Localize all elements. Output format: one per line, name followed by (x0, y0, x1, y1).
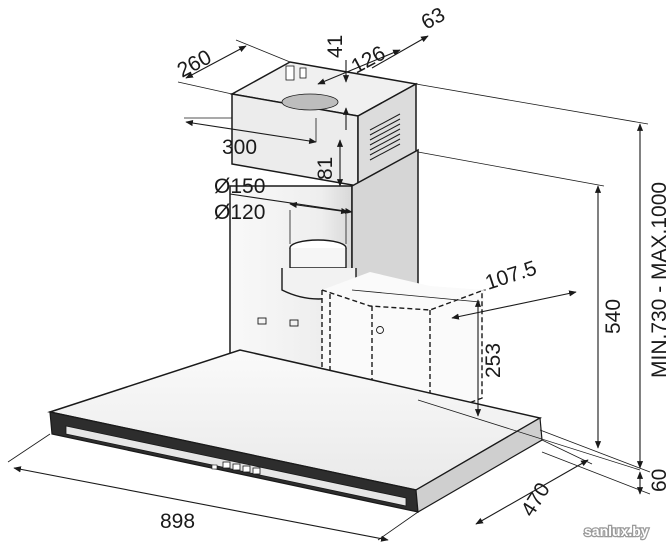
dim-898: 898 (160, 510, 195, 533)
watermark-text: sanlux.by (584, 523, 649, 539)
dim-260: 260 (174, 46, 216, 83)
dim-41: 41 (324, 35, 347, 58)
dimension-lines (7, 35, 651, 542)
dim-540: 540 (602, 299, 625, 334)
dim-diameter-150: Ø150 (214, 175, 265, 198)
dim-min-max-height: MIN.730 - MAX.1000 (648, 182, 671, 378)
dim-diameter-120: Ø120 (214, 201, 265, 224)
vent-slots (369, 113, 401, 161)
dim-107-5: 107.5 (482, 257, 539, 295)
dim-470: 470 (517, 479, 555, 521)
dim-253: 253 (482, 343, 505, 378)
dim-81: 81 (314, 157, 337, 180)
dim-300: 300 (222, 136, 257, 159)
dim-63: 63 (418, 3, 449, 34)
dim-60: 60 (648, 469, 671, 492)
watermark: sanlux.by (583, 522, 650, 541)
